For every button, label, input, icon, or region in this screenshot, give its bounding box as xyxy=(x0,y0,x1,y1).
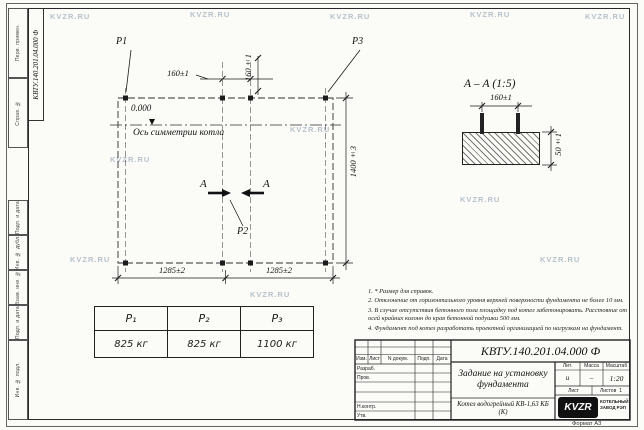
technical-notes: 1. * Размер для справок. 2. Отклонение о… xyxy=(368,288,628,334)
section-letter-right: А xyxy=(263,178,270,190)
stamp-vzam-inv: Взам. инв. № xyxy=(8,270,28,305)
load-value-p1: 825 кг xyxy=(94,330,168,358)
title-block-lines xyxy=(354,339,631,421)
section-view-title: А – А (1:5) xyxy=(464,78,516,90)
load-header-p1: Р₁ xyxy=(94,306,168,331)
title-block-product: Котел водогрейный КВ-1,63 КБ (К) xyxy=(457,400,549,416)
mass-value: – xyxy=(589,374,594,382)
dim-span-right: 1285±2 xyxy=(266,265,292,275)
load-value-p3: 1100 кг xyxy=(240,330,314,358)
load-point-p3-label: Р3 xyxy=(352,36,364,47)
plan-outline xyxy=(110,62,341,272)
title-block-title: Задание на установку фундамента xyxy=(458,369,548,390)
dim-text: 1400±3 xyxy=(348,146,358,178)
lit-label: Лит. xyxy=(562,363,573,369)
section-letter-left: А xyxy=(200,178,207,190)
sheet-trim-border xyxy=(6,3,638,427)
watermark: KVZR.RU xyxy=(190,10,231,19)
mass-label: Масса xyxy=(584,363,599,369)
anchor-columns xyxy=(123,95,328,266)
watermark: KVZR.RU xyxy=(70,255,111,264)
watermark: KVZR.RU xyxy=(540,255,581,264)
col-docnum: N докум. xyxy=(387,356,409,363)
anchor-bolt xyxy=(516,113,520,134)
role-razrab: Разраб. xyxy=(357,366,376,372)
scale-label: Масштаб xyxy=(605,363,628,369)
note-2: 2. Отклонение от горизонтального уровня … xyxy=(368,297,624,305)
dim-bolt-spacing-v: 160±1 xyxy=(243,54,253,94)
stamp-inv-dubl: Инв. № дубл. xyxy=(8,235,28,270)
load-header-p2: Р₂ xyxy=(167,306,241,331)
title-block-doc-number: КВТУ.140.201.04.000 Ф xyxy=(480,343,601,358)
sheet-number-label: Лист xyxy=(568,387,579,394)
drawing-frame xyxy=(28,8,630,420)
note-1: 1. * Размер для справок. xyxy=(368,288,434,295)
sheets-label: Листов xyxy=(599,387,617,394)
stamp-podp-data-2: Подп. и дата xyxy=(8,305,28,340)
section-dimension-lines xyxy=(470,102,557,171)
company-logo: KVZR xyxy=(558,397,598,418)
leader-lines xyxy=(125,49,361,227)
loads-table: Р₁ Р₂ Р₃ 825 кг 825 кг 1100 кг xyxy=(94,306,314,358)
concrete-pad-section xyxy=(462,132,540,165)
watermark: KVZR.RU xyxy=(470,10,511,19)
load-point-p2-label: Р2 xyxy=(237,226,249,237)
note-3: 3. В случае отсутствия бетонного пола пл… xyxy=(368,306,628,323)
role-nkontr: Н.контр. xyxy=(357,404,377,410)
dim-section-height: 50±1 xyxy=(553,133,563,165)
load-value-p2: 825 кг xyxy=(167,330,241,358)
watermark: KVZR.RU xyxy=(110,155,151,164)
boiler-symmetry-axis-label: Ось симметрии котла xyxy=(133,128,225,138)
role-utv: Утв. xyxy=(357,413,367,419)
stamp-sprav-n: Справ. № xyxy=(8,78,28,148)
col-podp: Подп. xyxy=(417,356,431,363)
watermark: KVZR.RU xyxy=(585,12,626,21)
watermark: KVZR.RU xyxy=(250,290,291,299)
scale-value: 1:20 xyxy=(609,373,624,383)
format-note: Формат А3 xyxy=(572,421,602,427)
loads-header-row: Р₁ Р₂ Р₃ xyxy=(94,306,314,331)
anchor-bolt xyxy=(480,113,484,134)
dim-text: 50±1 xyxy=(553,133,563,156)
dim-bolt-spacing-h: 160±1 xyxy=(167,68,189,78)
rotated-designation-box: КВТУ.140.201.04.000 Ф xyxy=(29,9,44,121)
section-marks xyxy=(208,189,264,197)
col-data: Дата xyxy=(436,356,448,363)
stamp-perv-primen: Перв. примен. xyxy=(8,8,28,78)
dim-text: 160±1 xyxy=(243,54,253,81)
watermark: KVZR.RU xyxy=(290,125,331,134)
dim-section-width: 160±1 xyxy=(490,92,512,102)
company-name: КОТЕЛЬНЫЙ ЗАВОД РЭП xyxy=(600,399,629,410)
stamp-podp-data-1: Подп. и дата xyxy=(8,200,28,235)
level-mark-value: 0.000 xyxy=(131,103,152,113)
watermark: KVZR.RU xyxy=(330,12,371,21)
sheets-count: 1 xyxy=(619,387,623,394)
dim-span-left: 1285±2 xyxy=(159,265,185,275)
role-prov: Пров. xyxy=(357,375,371,381)
load-header-p3: Р₃ xyxy=(240,306,314,331)
lit-value: и xyxy=(565,374,570,382)
dimension-lines xyxy=(112,54,353,284)
note-4: 4. Фундамент под котел разработать проек… xyxy=(368,324,623,332)
col-list: Лист xyxy=(369,356,380,363)
dim-foundation-depth: 1400±3 xyxy=(348,146,358,216)
load-point-p1-label: Р1 xyxy=(116,36,128,47)
loads-value-row: 825 кг 825 кг 1100 кг xyxy=(94,330,314,358)
col-izm: Изм. xyxy=(356,356,367,363)
watermark: KVZR.RU xyxy=(460,195,501,204)
sheets-total: Листов 1 xyxy=(592,386,630,395)
stamp-inv-podl: Инв. № подл. xyxy=(8,340,28,420)
level-mark-symbol xyxy=(149,119,155,125)
watermark: KVZR.RU xyxy=(50,12,91,21)
